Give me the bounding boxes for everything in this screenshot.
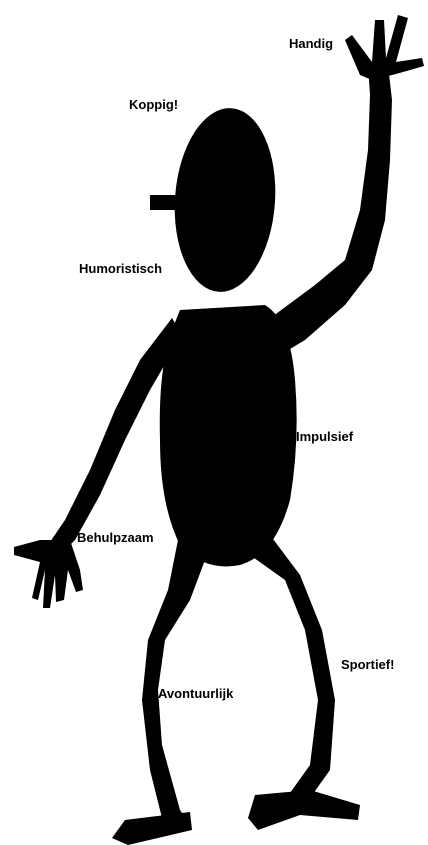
figure-raised-hand (345, 15, 424, 80)
figure-right-foot (248, 790, 360, 830)
trait-label-handig: Handig (289, 37, 333, 50)
trait-label-koppig: Koppig! (129, 98, 178, 111)
figure-head (169, 105, 282, 296)
figure-raised-arm (265, 65, 392, 355)
trait-label-sportief: Sportief! (341, 658, 394, 671)
figure-left-leg (142, 540, 205, 830)
figure-torso (160, 305, 297, 566)
trait-label-behulpzaam: Behulpzaam (77, 531, 154, 544)
trait-label-humoristisch: Humoristisch (79, 262, 162, 275)
figure-left-foot (112, 812, 192, 845)
trait-label-avontuurlijk: Avontuurlijk (158, 687, 233, 700)
figure-left-hand (14, 540, 83, 608)
figure-right-leg (250, 535, 335, 805)
figure-cap-brim (150, 195, 182, 210)
trait-label-impulsief: Impulsief (296, 430, 353, 443)
